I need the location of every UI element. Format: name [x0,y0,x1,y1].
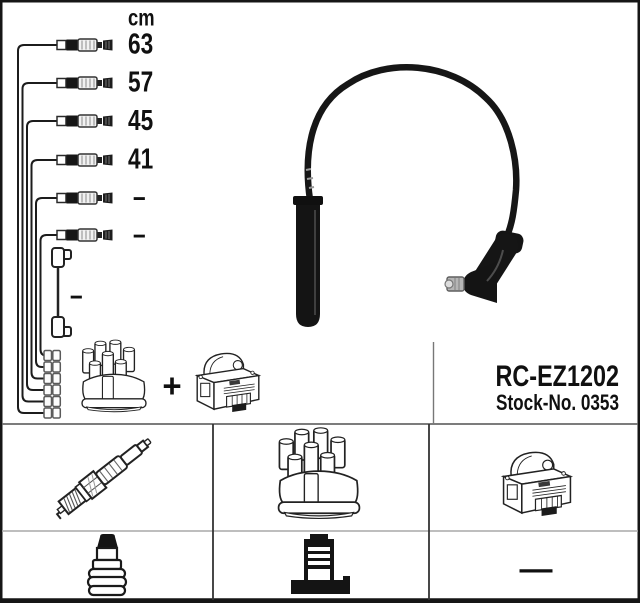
plus-sign: + [162,367,181,404]
engine-side-dash: — [520,550,553,587]
cable-length-3: 45 [128,103,153,136]
part-code: RC-EZ1202 [496,359,619,392]
coil-wire-drawing [51,247,72,338]
spec-table-grid [2,342,638,600]
cable-length-4: 41 [128,142,153,175]
cable-length-6: – [133,217,146,250]
cable-length-5: – [133,180,146,213]
spark-plug-icon [55,438,152,520]
cable-length-1: 63 [128,27,153,60]
product-label: RC-EZ1202 Stock-No. 0353 [496,359,620,415]
unit-header: cm [128,6,155,31]
wiring-harness-drawing [17,44,58,414]
stock-number: Stock-No. 0353 [496,391,619,416]
cable-length-2: 57 [128,65,153,98]
ignition-cable-photo [293,64,524,327]
distributor-boot-icon [86,534,128,597]
length-column: cm 63 57 45 41 – – – [70,6,155,312]
coil-wire-length: – [70,278,83,311]
coil-terminal-icon [291,534,350,594]
